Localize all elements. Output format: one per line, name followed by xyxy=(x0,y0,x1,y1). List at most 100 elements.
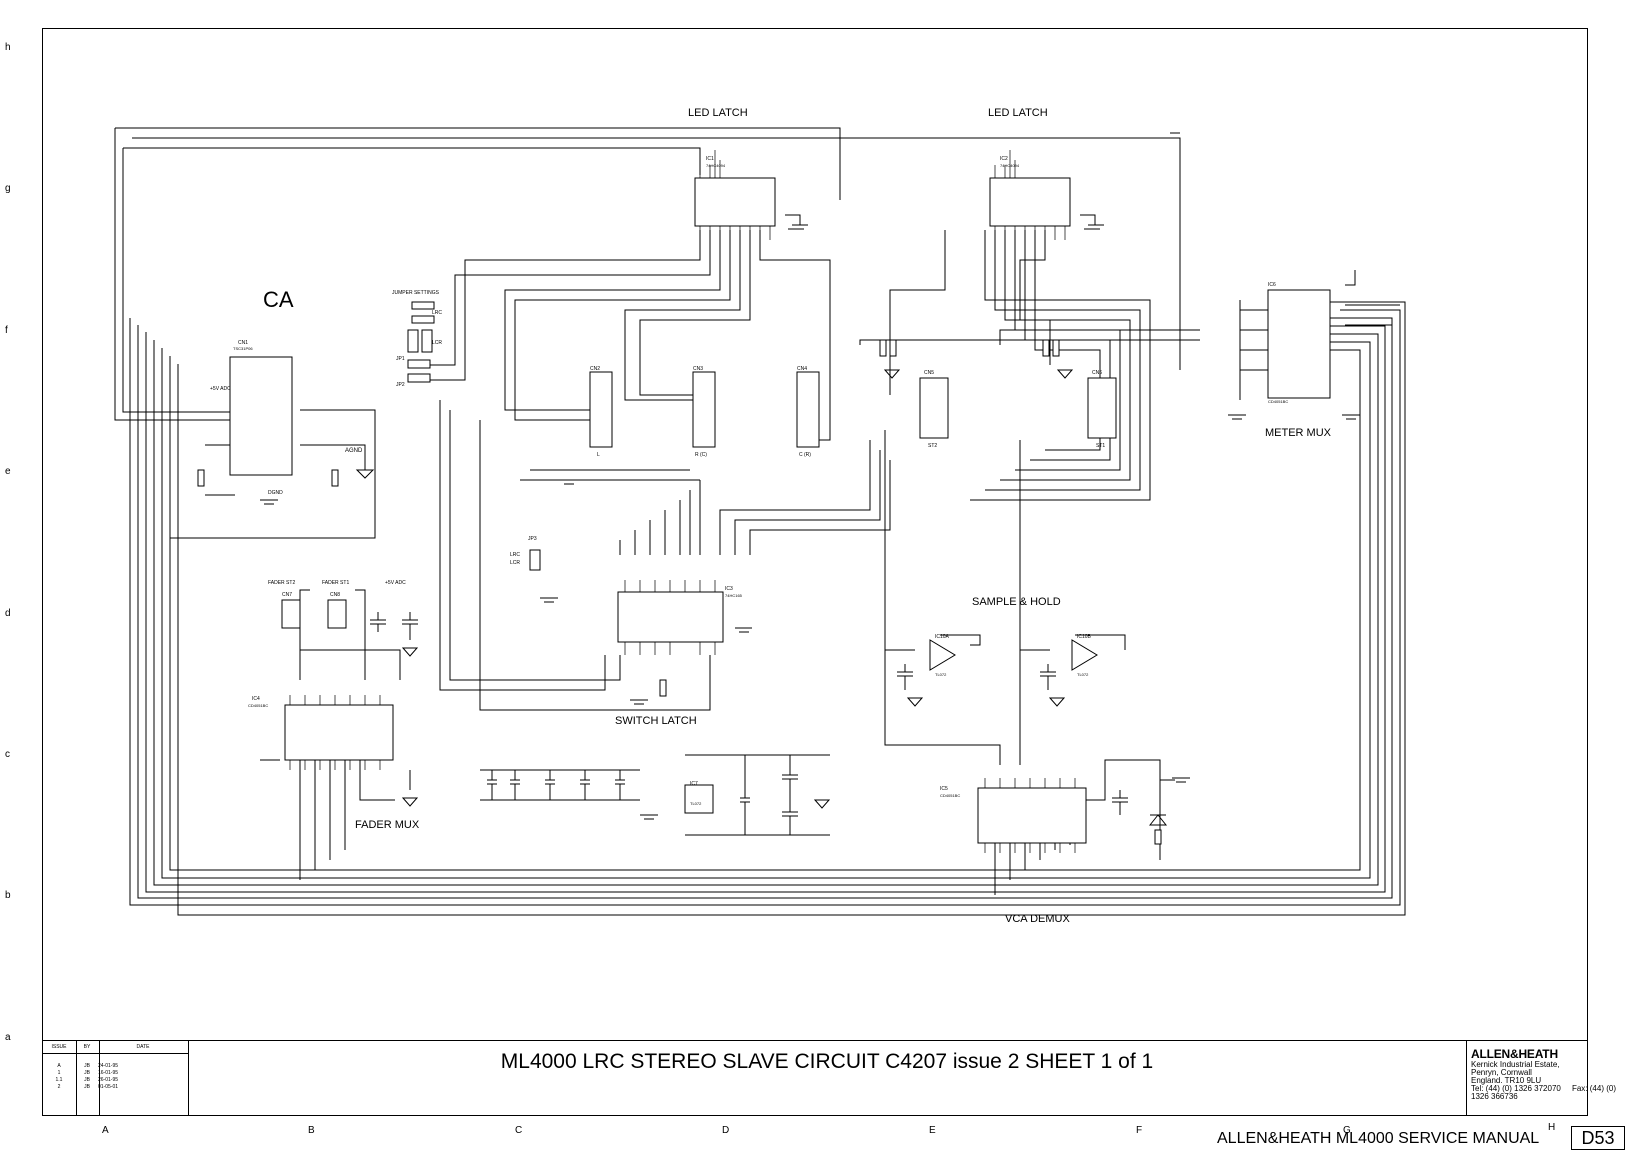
cn4-body xyxy=(796,371,820,448)
revision-row: 2 JB 01-05-01 xyxy=(57,1083,119,1090)
company-address-line: Penryn, Cornwall xyxy=(1471,1068,1532,1077)
company-address-line: England. TR10 9LU xyxy=(1471,1076,1542,1085)
cn1-part: TSC31P06 xyxy=(233,346,253,351)
fader-st2-label: FADER ST2 xyxy=(268,580,295,586)
row-label-d: d xyxy=(5,608,11,619)
row-label-f: f xyxy=(5,325,8,336)
row-label-c: c xyxy=(5,749,10,760)
lrc-label: LRC xyxy=(432,310,442,316)
ic6-ref: IC6 xyxy=(1268,282,1276,288)
row-label-a: a xyxy=(5,1032,11,1043)
col-label-a: A xyxy=(102,1125,109,1136)
ic5-part: CD4051BC xyxy=(940,793,960,798)
sheet-title: ML4000 LRC STEREO SLAVE CIRCUIT C4207 is… xyxy=(500,1050,1154,1073)
page-number: D53 xyxy=(1571,1126,1625,1150)
cn4-ref: CN4 xyxy=(797,366,807,372)
rev-header-by: BY xyxy=(83,1044,91,1050)
ic10b-part: TL072 xyxy=(1077,672,1089,677)
cn6-body xyxy=(1087,377,1117,439)
cn2-label: L xyxy=(597,452,600,458)
ic2-part: 74HC4094 xyxy=(1000,163,1020,168)
manual-footer: ALLEN&HEATH ML4000 SERVICE MANUAL xyxy=(1217,1130,1540,1147)
cn7-ref: CN7 xyxy=(282,592,292,598)
agnd-label: AGND xyxy=(345,448,363,454)
cn3-ref: CN3 xyxy=(693,366,703,372)
col-label-g: G xyxy=(1343,1125,1351,1136)
ic10b-ref: IC10B xyxy=(1077,634,1092,640)
ic7-part: TL072 xyxy=(690,801,702,806)
dgnd-label: DGND xyxy=(268,490,283,496)
cn2-body xyxy=(589,371,613,448)
ic5-body xyxy=(977,787,1087,844)
ic3-part: 74HC165 xyxy=(725,593,743,598)
switch-latch-label: SWITCH LATCH xyxy=(615,715,697,727)
reg-body xyxy=(684,784,714,814)
title-block: ISSUE BY DATE A JB 24-01-95 1 JB 16-01-9… xyxy=(42,1040,1616,1116)
jp1-label: JP1 xyxy=(396,356,405,362)
revision-row: A JB 24-01-95 xyxy=(57,1062,119,1069)
jp3-lcr-label: LCR xyxy=(510,560,520,566)
fader-mux-label: FADER MUX xyxy=(355,819,420,831)
sample-hold-label: SAMPLE & HOLD xyxy=(972,596,1061,608)
cn6-label: ST1 xyxy=(1096,443,1105,449)
col-label-e: E xyxy=(929,1125,936,1136)
cn5-body xyxy=(919,377,949,439)
jp3-label: JP3 xyxy=(528,536,537,542)
led-latch-1-label: LED LATCH xyxy=(688,107,748,119)
jp3-lrc-label: LRC xyxy=(510,552,520,558)
revision-header: ISSUE BY DATE xyxy=(42,1041,188,1054)
plus5v-adc2-label: +5V ADC xyxy=(385,580,406,586)
company-fax: Fax: (44) (0) 1326 366736 xyxy=(1471,1084,1616,1101)
row-label-e: e xyxy=(5,466,11,477)
ic4-part: CD4051BC xyxy=(248,703,268,708)
col-label-c: C xyxy=(515,1125,523,1136)
cn5-ref: CN5 xyxy=(924,370,934,376)
plus5v-adc-label: +5V ADC xyxy=(210,386,231,392)
cn4-label: C (R) xyxy=(799,452,811,458)
ic7-ref: IC7 xyxy=(690,781,698,787)
ic10a-ref: IC10A xyxy=(935,634,950,640)
col-label-d: D xyxy=(722,1125,730,1136)
cn2-ref: CN2 xyxy=(590,366,600,372)
cn3-body xyxy=(692,371,716,448)
ic1-body xyxy=(694,177,776,227)
ca-label: CA xyxy=(263,287,294,312)
col-label-f: F xyxy=(1136,1125,1143,1136)
ic2-ref: IC2 xyxy=(1000,156,1008,162)
row-label-b: b xyxy=(5,890,11,901)
company-block: ALLEN&HEATH Kernick Industrial Estate, P… xyxy=(1466,1041,1628,1116)
revision-table: ISSUE BY DATE A JB 24-01-95 1 JB 16-01-9… xyxy=(42,1041,189,1116)
ic2-body xyxy=(989,177,1071,227)
cn7-body xyxy=(281,599,301,629)
row-label-g: g xyxy=(5,183,11,194)
jp2-label: JP2 xyxy=(396,382,405,388)
ic6-part: CD4051BC xyxy=(1268,399,1288,404)
rev-header-issue: ISSUE xyxy=(51,1044,67,1050)
ic3-ref: IC3 xyxy=(725,586,733,592)
vca-demux-label: VCA DEMUX xyxy=(1005,913,1070,925)
rev-header-date: DATE xyxy=(136,1044,150,1050)
cn8-ref: CN8 xyxy=(330,592,340,598)
meter-mux-label: METER MUX xyxy=(1265,427,1332,439)
ic3-body xyxy=(617,591,724,643)
cn3-label: R (C) xyxy=(695,452,707,458)
ic10a-part: TL072 xyxy=(935,672,947,677)
row-label-h: h xyxy=(5,42,11,53)
fader-st1-label: FADER ST1 xyxy=(322,580,349,586)
jumper-settings-label: JUMPER SETTINGS xyxy=(392,290,440,296)
col-label-b: B xyxy=(308,1125,315,1136)
cn1-ref: CN1 xyxy=(238,340,248,346)
company-address-line: Kernick Industrial Estate, xyxy=(1471,1060,1560,1069)
col-label-h: H xyxy=(1548,1122,1556,1133)
cn8-body xyxy=(327,599,347,629)
ic1-ref: IC1 xyxy=(706,156,714,162)
cn5-label: ST2 xyxy=(928,443,937,449)
ic1-part: 74HC4094 xyxy=(706,163,726,168)
company-name: ALLEN&HEATH xyxy=(1471,1047,1558,1061)
company-tel: Tel: (44) (0) 1326 372070 xyxy=(1471,1084,1561,1093)
revision-row: 1.1 JB 26-01-95 xyxy=(55,1076,119,1083)
led-latch-2-label: LED LATCH xyxy=(988,107,1048,119)
ic6-body xyxy=(1267,289,1331,399)
